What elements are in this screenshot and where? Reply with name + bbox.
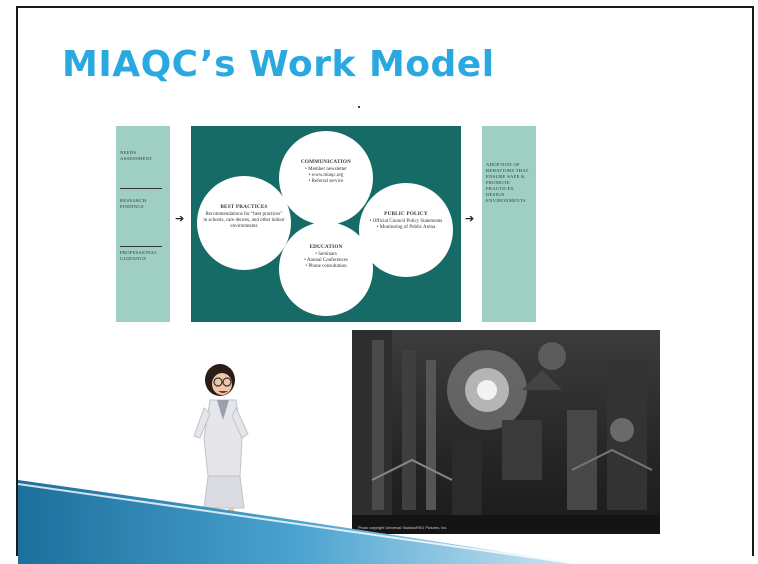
circle-best-practices: Best Practices Recommendations for “best…	[197, 176, 291, 270]
input-divider-1	[120, 188, 162, 189]
education-item-phone: • Phone consultation	[305, 264, 347, 270]
stray-dot	[358, 106, 360, 108]
education-title: Education	[309, 244, 343, 250]
circle-communication: Communication • Member newsletter • www.…	[279, 131, 373, 225]
work-model-diagram: Needs Assessment Research Findings Profe…	[113, 120, 538, 326]
input-research-findings: Research Findings	[120, 198, 147, 209]
input-divider-2	[120, 246, 162, 247]
circle-education: Education • Seminars • Annual Conference…	[279, 222, 373, 316]
decorative-swoosh	[18, 480, 578, 564]
input-needs-assessment: Needs Assessment	[120, 150, 153, 161]
best-practices-title: Best Practices	[220, 204, 268, 210]
laboratory-photo: Photo copyright Universal Studios/RKO Pi…	[352, 330, 660, 534]
public-policy-title: Public Policy	[384, 211, 428, 217]
activities-panel: Communication • Member newsletter • www.…	[191, 126, 461, 322]
circle-public-policy: Public Policy • Official Council Policy …	[359, 183, 453, 277]
inputs-box: Needs Assessment Research Findings Profe…	[116, 126, 170, 322]
education-item-conferences: • Annual Conferences	[304, 258, 348, 264]
communication-item-referral: • Referral service	[308, 179, 344, 185]
communication-item-newsletter: • Member newsletter	[305, 167, 347, 172]
outcome-text: Adoption of behaviors that ensure safe &…	[486, 162, 529, 203]
education-item-seminars: • Seminars	[315, 252, 337, 257]
outcomes-box: Adoption of behaviors that ensure safe &…	[482, 126, 536, 322]
public-policy-item-statements: • Official Council Policy Statements	[369, 219, 443, 224]
arrow-right-icon: ➔	[175, 212, 185, 225]
public-policy-item-monitoring: • Monitoring of Public Arena	[376, 225, 436, 231]
best-practices-text: Recommendations for “best practices” in …	[203, 212, 285, 230]
laboratory-scene	[352, 330, 660, 534]
slide-title: MIAQC’s Work Model	[62, 44, 495, 85]
scientist-character-image	[193, 364, 249, 525]
photo-credit: Photo copyright Universal Studios/RKO Pi…	[358, 526, 448, 530]
arrow-right-icon: ➔	[465, 212, 475, 225]
communication-title: Communication	[300, 159, 352, 165]
input-professional-guidance: Professional Guidance	[120, 250, 158, 261]
communication-item-website: • www.miaqc.org	[308, 173, 344, 179]
